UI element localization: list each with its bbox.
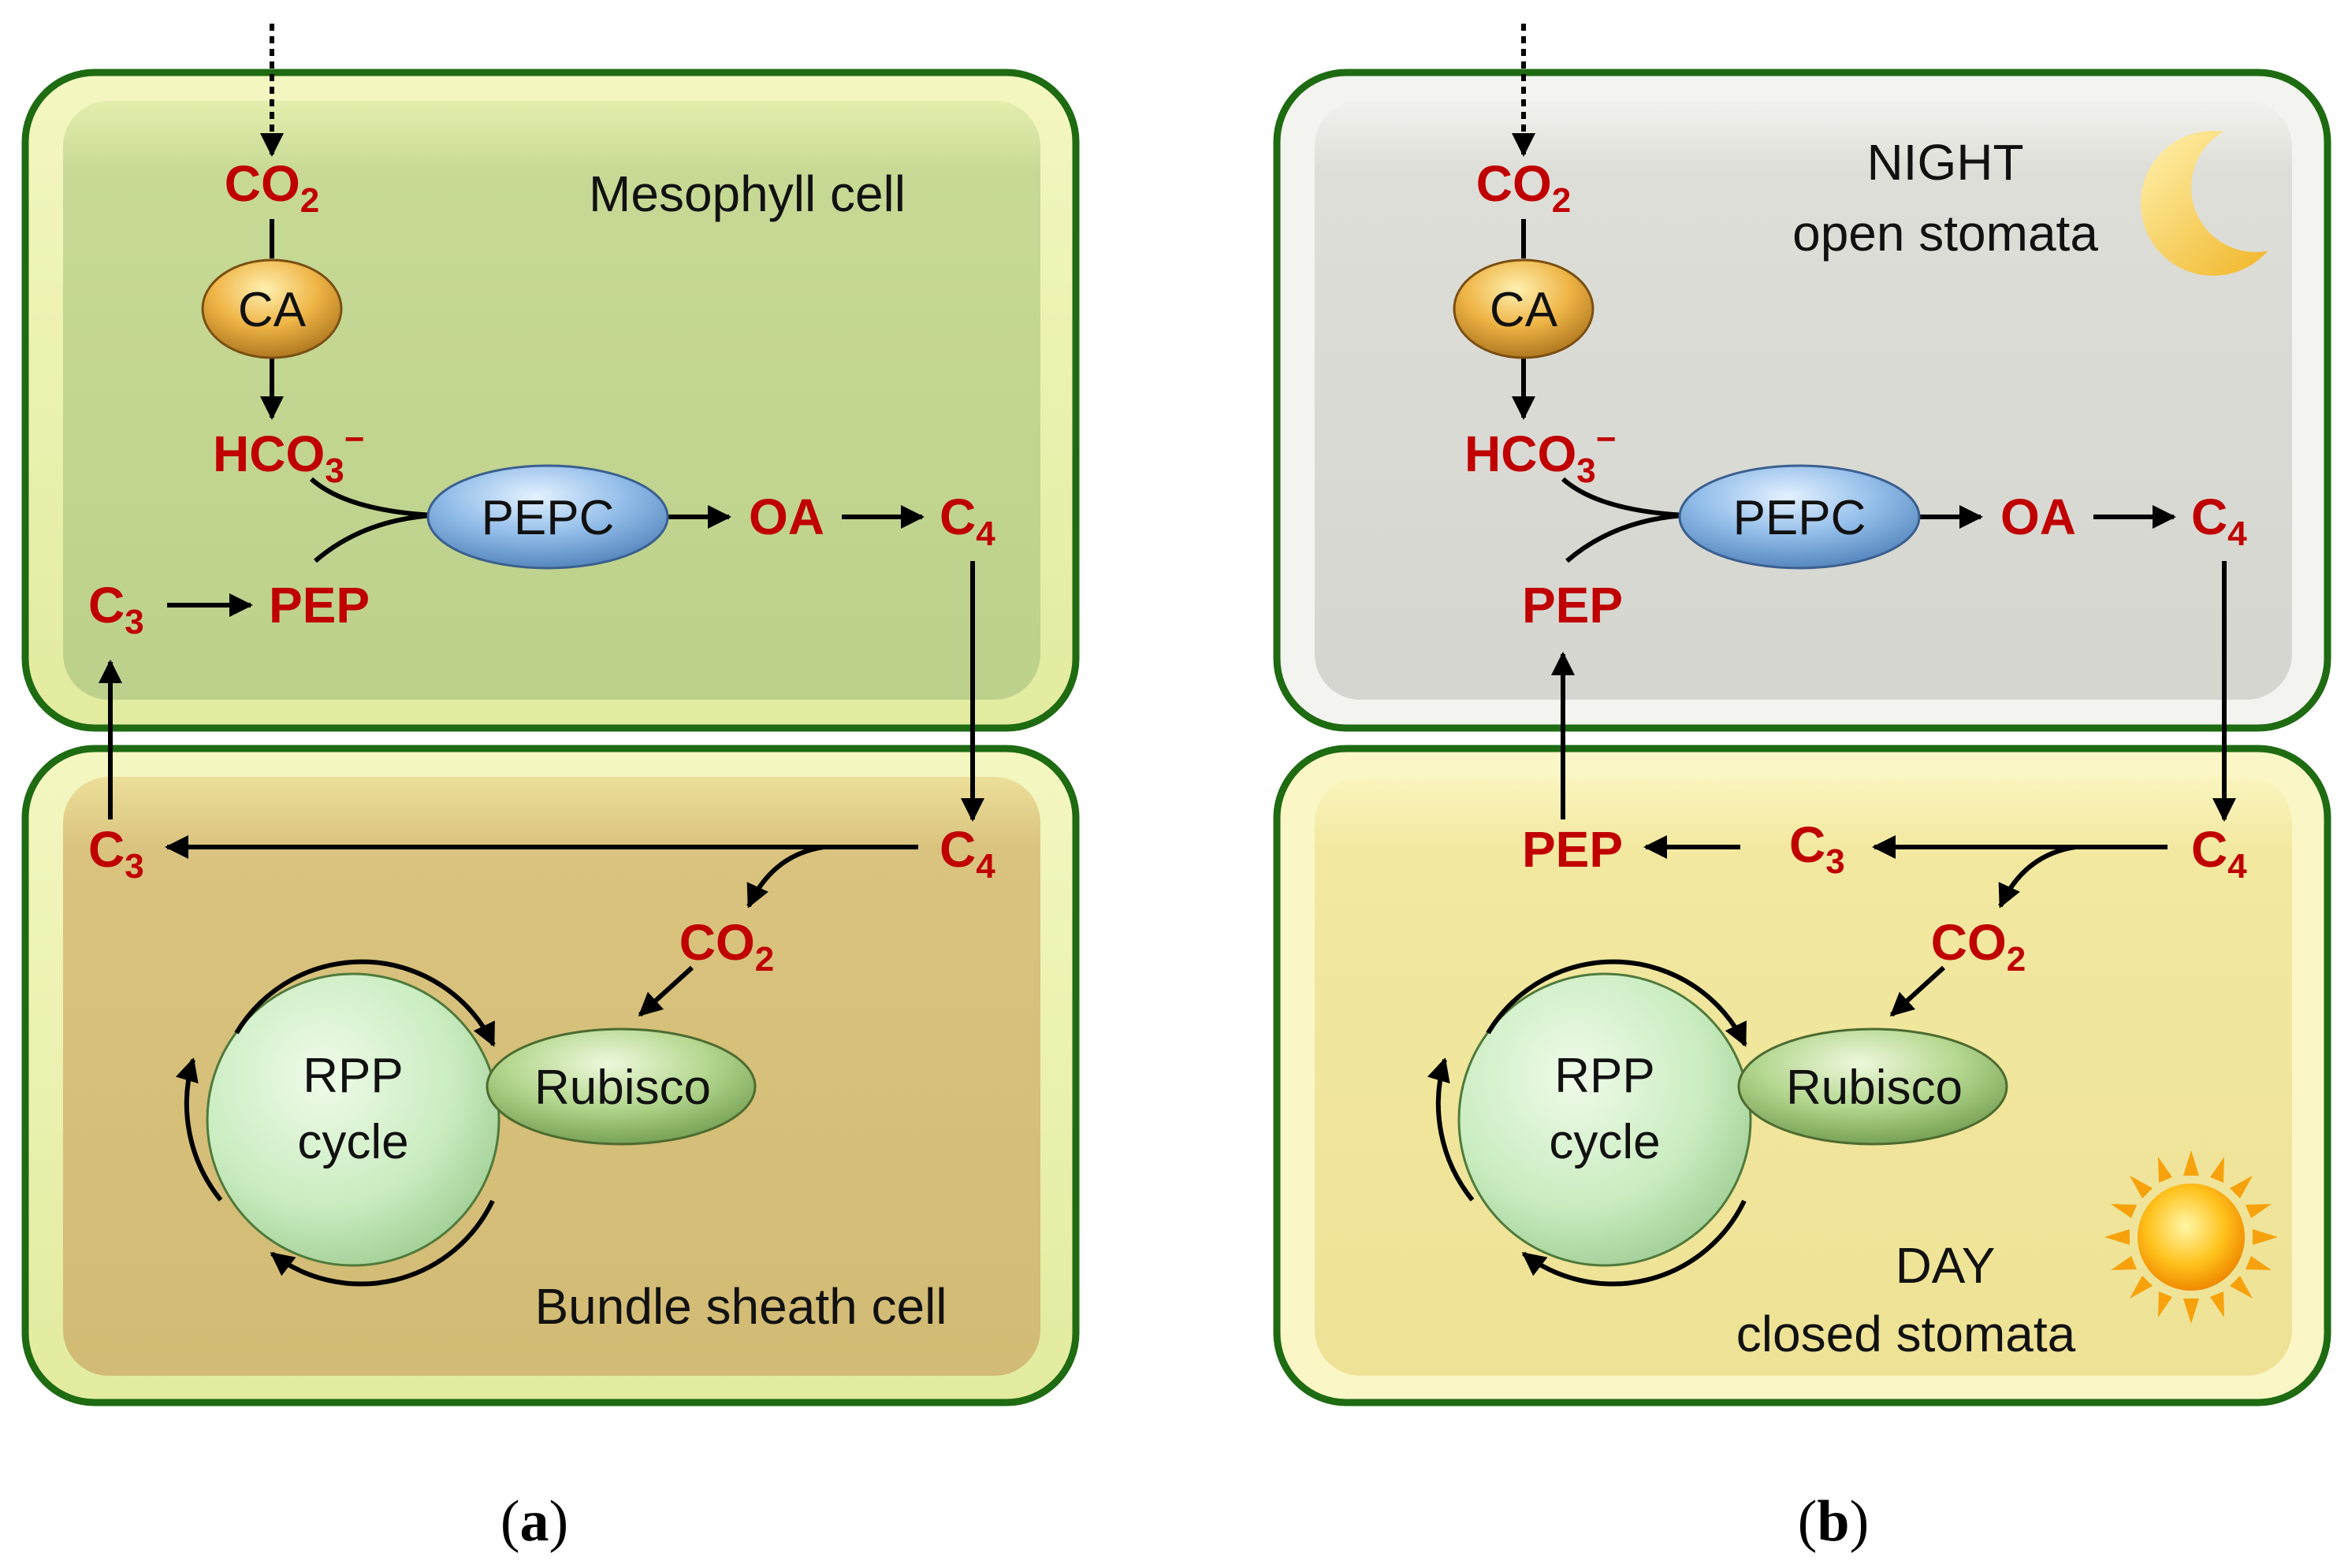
c3-bottom: C3 xyxy=(88,821,144,886)
hco3-join-curve-b xyxy=(1561,477,1686,518)
panel-b-arrows xyxy=(1512,24,2236,1017)
pep-join-curve xyxy=(314,513,434,563)
co2-to-rubisco-arrow xyxy=(638,965,694,1017)
rubisco-enzyme-b: Rubisco xyxy=(1737,1027,2008,1146)
sun-icon xyxy=(2104,1150,2278,1324)
night-label-line1: NIGHT xyxy=(1866,134,2023,191)
panel-a: Mesophyll cell Bundle sheath cell xyxy=(21,24,1080,1554)
pep-bottom-b: PEP xyxy=(1522,821,1623,878)
rpp-cycle-b: RPP cycle xyxy=(1427,959,1752,1287)
c3-bottom-b: C3 xyxy=(1789,816,1845,881)
pepc-label: PEPC xyxy=(482,491,615,545)
day-label-line2: closed stomata xyxy=(1736,1306,2076,1362)
pepc-enzyme: PEPC xyxy=(426,464,669,570)
pepc-label-b: PEPC xyxy=(1733,491,1866,545)
ca-label-b: CA xyxy=(1490,283,1558,337)
panel-b: NIGHT open stomata DAY closed stomata xyxy=(1273,24,2331,1554)
bundle-sheath-cell-label: Bundle sheath cell xyxy=(534,1278,947,1335)
co2-bottom: CO2 xyxy=(679,914,774,979)
rpp-cycle-line1: RPP xyxy=(303,1049,403,1103)
day-label-line1: DAY xyxy=(1896,1237,1996,1294)
co2-bottom-b: CO2 xyxy=(1931,914,2026,979)
c3-top: C3 xyxy=(88,577,144,641)
rpp-cycle-line1-b: RPP xyxy=(1554,1049,1654,1103)
pep-top-b: PEP xyxy=(1522,577,1623,634)
pep-top: PEP xyxy=(269,577,370,634)
c4-top-b: C4 xyxy=(2191,489,2247,553)
hco3: HCO3− xyxy=(213,420,364,490)
crescent-moon-icon xyxy=(2141,131,2286,276)
night-cell xyxy=(1273,69,2331,732)
panel-b-caption: (b) xyxy=(1798,1489,1869,1554)
oa-top-b: OA xyxy=(2000,489,2076,545)
c4-decarboxylation-arrow-b xyxy=(1998,845,2076,908)
ca-enzyme: CA xyxy=(201,258,343,359)
panel-a-arrows xyxy=(99,24,984,1017)
rpp-cycle-line2-b: cycle xyxy=(1549,1115,1660,1169)
c4-bottom-b: C4 xyxy=(2191,821,2247,886)
c4-decarboxylation-arrow xyxy=(746,845,824,908)
rubisco-label: Rubisco xyxy=(534,1061,711,1115)
c4-bottom: C4 xyxy=(940,821,995,886)
c4-top: C4 xyxy=(940,489,995,553)
hco3-join-curve xyxy=(310,477,434,518)
hco3-b: HCO3− xyxy=(1464,420,1616,490)
pepc-enzyme-b: PEPC xyxy=(1678,464,1921,570)
ca-enzyme-b: CA xyxy=(1453,258,1594,359)
rpp-cycle-line2: cycle xyxy=(297,1115,408,1169)
night-label-line2: open stomata xyxy=(1792,205,2098,262)
co2-top: CO2 xyxy=(225,155,319,220)
rubisco-label-b: Rubisco xyxy=(1786,1061,1963,1115)
mesophyll-cell xyxy=(21,69,1080,732)
rubisco-enzyme: Rubisco xyxy=(486,1027,757,1146)
oa-top: OA xyxy=(749,489,824,545)
panel-a-caption: (a) xyxy=(500,1489,568,1554)
mesophyll-cell-label: Mesophyll cell xyxy=(589,165,906,222)
rpp-cycle: RPP cycle xyxy=(175,959,500,1287)
pep-join-curve-b xyxy=(1565,513,1686,563)
co2-to-rubisco-arrow-b xyxy=(1889,965,1946,1017)
ca-label: CA xyxy=(238,283,307,337)
co2-top-b: CO2 xyxy=(1476,155,1571,220)
